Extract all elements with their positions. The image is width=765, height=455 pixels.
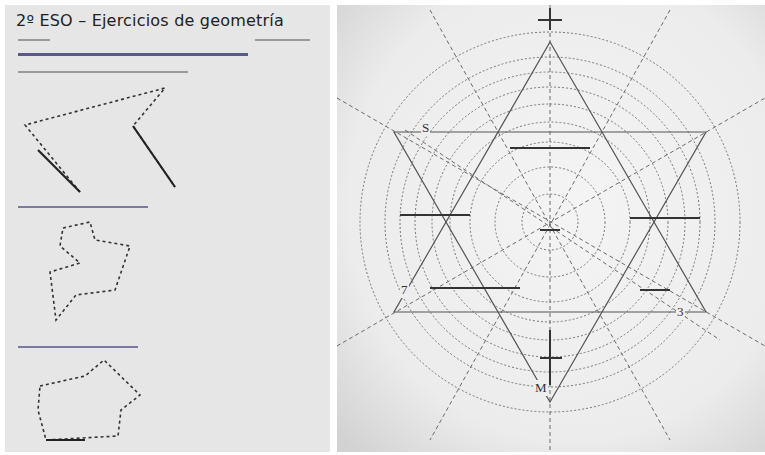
tick-mark bbox=[540, 229, 560, 231]
blurred-lines bbox=[18, 39, 310, 348]
tick-mark bbox=[549, 330, 551, 385]
blurred-line bbox=[18, 346, 138, 348]
tick-marks bbox=[400, 8, 700, 385]
solid-edges bbox=[38, 126, 175, 440]
blurred-line bbox=[18, 53, 248, 56]
worksheet-title: 2º ESO – Ejercicios de geometría bbox=[16, 11, 284, 30]
blurred-line bbox=[18, 71, 188, 73]
tick-mark bbox=[640, 289, 670, 291]
construction bbox=[337, 5, 765, 452]
polygon-edge bbox=[46, 439, 85, 441]
polygon-figure bbox=[25, 88, 175, 192]
tick-mark bbox=[400, 214, 470, 216]
axis-line bbox=[430, 10, 670, 440]
point-label: 3 bbox=[676, 304, 685, 320]
tick-mark bbox=[630, 217, 700, 219]
axis-line bbox=[405, 130, 720, 340]
blurred-line bbox=[18, 39, 50, 41]
axis-line bbox=[337, 98, 765, 346]
radial-lines bbox=[337, 5, 765, 452]
blurred-line bbox=[255, 39, 310, 41]
polygon-figure bbox=[50, 222, 130, 320]
axis-line bbox=[550, 5, 551, 452]
polygon-edge bbox=[38, 150, 80, 192]
hexagram bbox=[394, 42, 706, 402]
polygon-edge bbox=[133, 126, 175, 187]
polygons bbox=[25, 88, 175, 440]
photo-ground bbox=[337, 5, 765, 452]
worksheet-page bbox=[5, 5, 330, 452]
polygon-figure bbox=[38, 360, 140, 440]
axis-line bbox=[430, 10, 670, 440]
triangle bbox=[394, 132, 706, 402]
tick-mark bbox=[430, 287, 520, 289]
blurred-line bbox=[18, 206, 148, 208]
tick-mark bbox=[538, 19, 562, 21]
point-label: S bbox=[421, 120, 430, 136]
point-label: 7 bbox=[400, 282, 409, 298]
tick-mark bbox=[510, 147, 590, 149]
triangle bbox=[394, 42, 706, 312]
point-label: M bbox=[534, 380, 548, 396]
axis-line bbox=[337, 98, 765, 346]
